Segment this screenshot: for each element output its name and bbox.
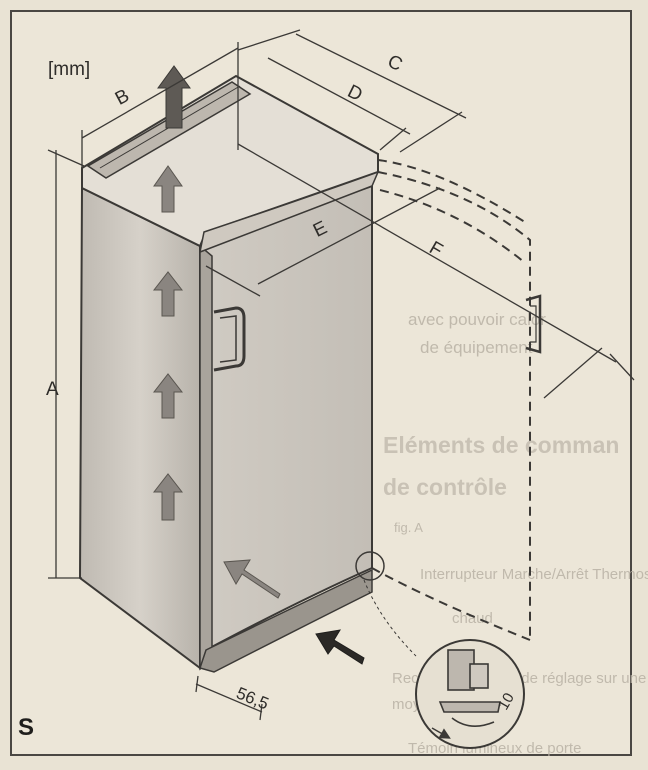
airflow-arrow-2: [152, 373, 184, 419]
intake-arrow-grey: [223, 559, 281, 599]
zoom-detail-circle: [415, 639, 525, 749]
ghost-text-2: de équipement: [420, 338, 533, 357]
airflow-arrows: [152, 165, 184, 521]
dimension-a-label: A: [46, 379, 59, 400]
unit-label: [mm]: [48, 59, 91, 80]
top-front-rim: [198, 170, 380, 254]
fridge-side-panel: [78, 186, 201, 670]
open-door-handle: [525, 294, 542, 354]
ghost-heading-2: de contrôle: [383, 474, 507, 500]
zoom-source-circle: [355, 551, 385, 581]
airflow-arrow-3: [152, 271, 184, 317]
open-door-outline: [371, 159, 531, 641]
top-vent-grille: [86, 81, 252, 179]
zoom-detail-foot: [438, 649, 501, 727]
corner-mark: S: [18, 714, 35, 741]
ghost-text-1: avec pouvoir calor: [408, 310, 546, 329]
airflow-arrow-1: [152, 473, 184, 521]
ghost-text-5: chaud: [452, 610, 493, 627]
exhaust-arrow: [157, 65, 191, 129]
fridge-door: [198, 184, 373, 652]
intake-arrow-black: [315, 629, 365, 665]
door-hinge-edge: [199, 244, 213, 671]
ghost-text-3: fig. A: [394, 520, 423, 535]
ghost-text-4: Interrupteur Marche/Arrêt Thermostat: [420, 566, 648, 583]
door-handle: [213, 306, 246, 372]
airflow-arrow-4: [153, 165, 183, 213]
fridge-plinth: [199, 568, 373, 673]
ghost-heading-1: Eléments de comman: [383, 432, 620, 458]
